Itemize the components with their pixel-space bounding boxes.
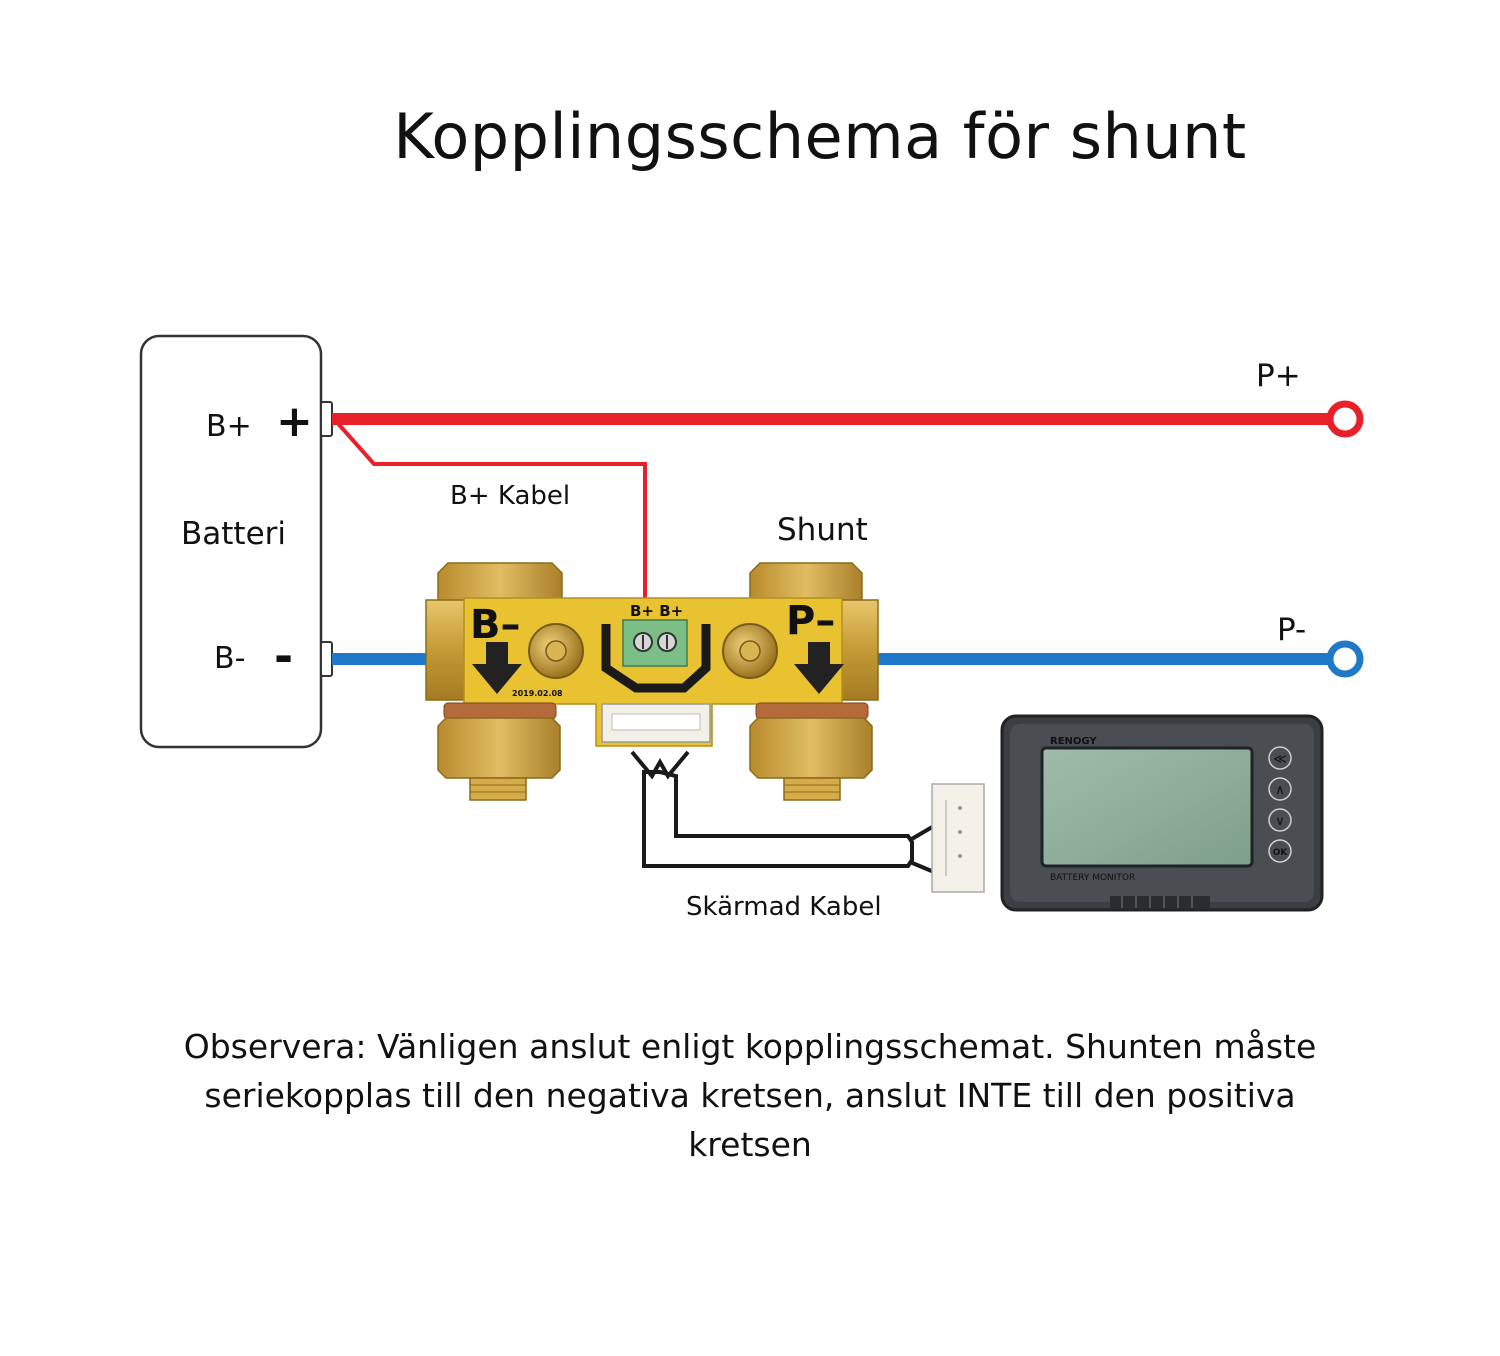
shielded-cable-label: Skärmad Kabel <box>686 892 882 922</box>
monitor-caption: BATTERY MONITOR <box>1050 873 1135 883</box>
back-icon[interactable]: ≪ <box>1273 752 1287 767</box>
positive-line: P+ <box>332 358 1364 438</box>
arrow-down-icon <box>794 642 844 694</box>
shunt-date-label: 2019.02.08 <box>512 689 563 698</box>
arrow-down-icon <box>472 642 522 694</box>
battery: B+ + Batteri B- - <box>139 334 333 749</box>
wiring-note: Observera: Vänligen anslut enligt koppli… <box>183 1027 1317 1164</box>
shielded-cable: Skärmad Kabel <box>630 750 985 922</box>
battery-name: Batteri <box>181 516 286 552</box>
battery-neg-sign: - <box>274 629 293 683</box>
shunt-label: Shunt <box>777 512 868 548</box>
shunt-b-minus-label: B– <box>470 602 521 648</box>
up-icon[interactable]: ∧ <box>1275 783 1285 798</box>
b-plus-cable-label: B+ Kabel <box>450 481 570 511</box>
battery-pos-sign: + <box>276 396 313 447</box>
diagram-title: Kopplingsschema för shunt <box>393 100 1247 173</box>
b-plus-cable: B+ Kabel <box>332 417 647 602</box>
monitor-buttons: ≪ ∧ ∨ OK <box>1268 746 1292 863</box>
p-minus-label: P- <box>1277 612 1306 648</box>
battery-neg-label: B- <box>214 641 245 676</box>
shunt-device: B– P– B+ B+ 2019.02.08 <box>425 562 879 801</box>
monitor-vent <box>1110 896 1210 908</box>
battery-monitor: RENOGY BATTERY MONITOR ≪ ∧ ∨ OK <box>1000 714 1324 912</box>
p-plus-label: P+ <box>1256 358 1301 394</box>
shunt-p-minus-label: P– <box>786 598 835 644</box>
ok-button[interactable]: OK <box>1273 848 1289 858</box>
battery-pos-label: B+ <box>206 409 252 444</box>
negative-line: P- <box>332 612 1364 678</box>
monitor-brand: RENOGY <box>1050 736 1097 747</box>
down-icon[interactable]: ∨ <box>1275 814 1285 829</box>
shunt-terminal-label: B+ B+ <box>630 602 683 620</box>
